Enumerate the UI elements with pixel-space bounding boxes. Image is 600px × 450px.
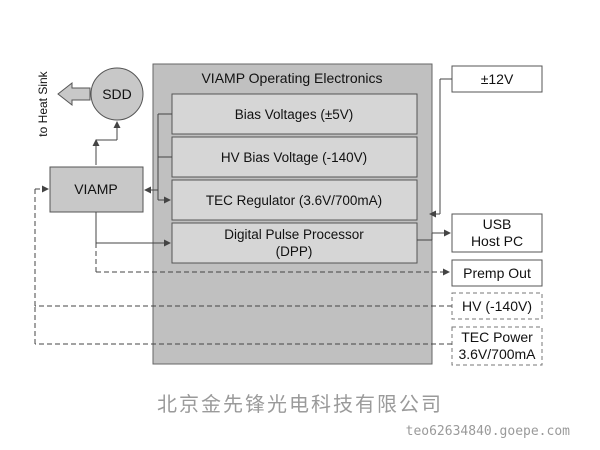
premp-out-label: Premp Out (463, 265, 531, 281)
premp-out-connection (95, 243, 450, 276)
dpp-label-line1: Digital Pulse Processor (224, 227, 364, 242)
bias-voltages-label: Bias Voltages (±5V) (235, 107, 353, 122)
bias-voltages-block (171, 93, 418, 135)
viamp-dpp-connection (95, 212, 171, 247)
heat-sink-label: to Heat Sink (36, 70, 50, 136)
tec-power-line1: TEC Power (461, 329, 533, 345)
usb-host-line2: Host PC (471, 233, 523, 249)
sdd-label: SDD (102, 86, 132, 102)
sdd-viamp-connection (92, 121, 121, 165)
supply-connection (429, 78, 452, 218)
usb-host-line1: USB (483, 216, 512, 232)
tec-power-connection (34, 306, 452, 345)
website-watermark: teo62634840.goepe.com (405, 424, 570, 439)
operating-electronics-title: VIAMP Operating Electronics (201, 70, 382, 86)
hv-bias-voltage-label: HV Bias Voltage (-140V) (221, 150, 367, 165)
bias-bus-connection (144, 113, 172, 204)
dpp-label-line2: (DPP) (276, 244, 313, 259)
hv-output-label: HV (-140V) (462, 298, 532, 314)
usb-host-box (451, 213, 543, 253)
tec-power-box (451, 326, 543, 366)
viamp-label: VIAMP (74, 181, 118, 197)
hv-output-box (451, 292, 543, 320)
tec-regulator-label: TEC Regulator (3.6V/700mA) (206, 193, 382, 208)
heat-sink-arrow-icon (57, 81, 91, 107)
tec-power-line2: 3.6V/700mA (458, 346, 536, 362)
hv-connection (34, 185, 452, 307)
tec-regulator-block (171, 179, 418, 221)
supply-box (451, 65, 543, 93)
dpp-block (171, 222, 418, 264)
supply-label: ±12V (481, 71, 514, 87)
dpp-usb-connection (417, 229, 451, 241)
sdd-detector (90, 67, 144, 121)
premp-out-box (451, 259, 543, 287)
hv-bias-voltage-block (171, 136, 418, 178)
company-watermark: 北京金先锋光电科技有限公司 (157, 392, 443, 416)
